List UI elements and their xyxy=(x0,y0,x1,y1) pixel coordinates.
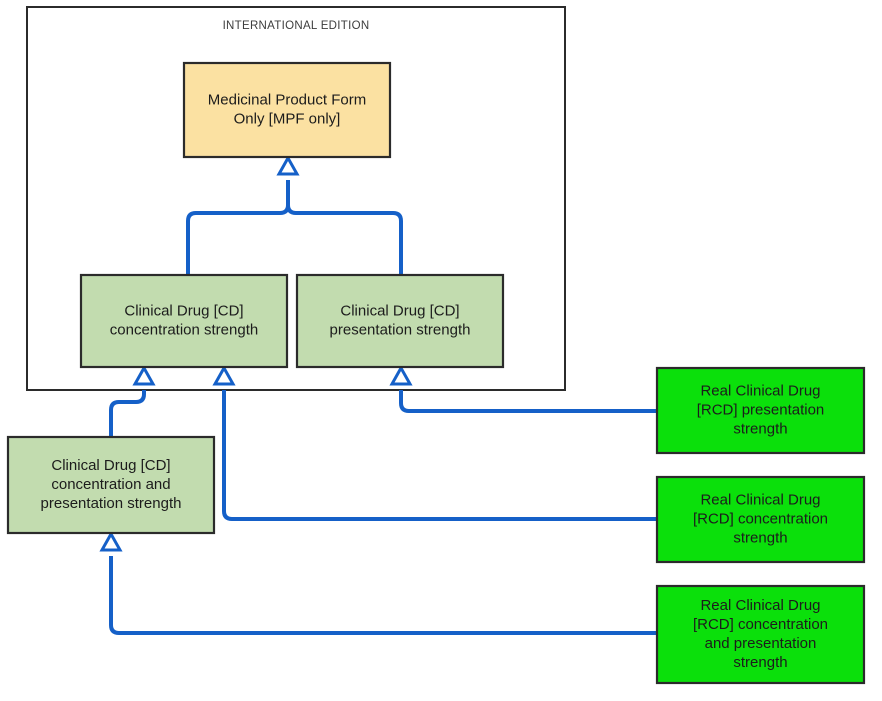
international-edition-group-label: INTERNATIONAL EDITION xyxy=(223,20,370,32)
connector-layer xyxy=(109,180,657,635)
edge-rcd-presentation-to-cd-presentation xyxy=(399,390,657,413)
node-box-cd-presentation[interactable] xyxy=(295,273,505,369)
node-box-cd-concentration[interactable] xyxy=(79,273,289,369)
arrow-into-cd-presentation xyxy=(389,364,413,386)
node-box-rcd-concentration[interactable] xyxy=(655,475,866,564)
edge-cdcp-to-cd-concentration xyxy=(109,390,146,437)
node-box-rcd-concentration-presentation[interactable] xyxy=(655,584,866,685)
edge-cd-presentation-to-mpf xyxy=(286,180,403,275)
node-box-cd-concentration-presentation[interactable] xyxy=(6,435,216,535)
node-box-mpf[interactable] xyxy=(182,61,392,159)
node-cd-presentation[interactable]: Clinical Drug [CD]presentation strength xyxy=(295,273,505,369)
node-box-rcd-presentation[interactable] xyxy=(655,366,866,455)
edge-rcd-concentration-to-cd-concentration xyxy=(222,390,657,521)
arrow-into-cd-concentration-right xyxy=(212,364,236,386)
node-cd-concentration[interactable]: Clinical Drug [CD]concentration strength xyxy=(79,273,289,369)
edge-rcdcp-to-cdcp xyxy=(109,556,657,635)
arrow-into-cd-concentration-left xyxy=(132,364,156,386)
arrow-into-cd-concentration-presentation xyxy=(99,530,123,552)
arrow-into-mpf xyxy=(276,154,300,176)
node-label-cd-concentration: Clinical Drug [CD]concentration strength xyxy=(110,302,258,338)
node-label-cd-presentation: Clinical Drug [CD]presentation strength xyxy=(330,302,471,338)
arrowhead-layer xyxy=(99,154,413,552)
